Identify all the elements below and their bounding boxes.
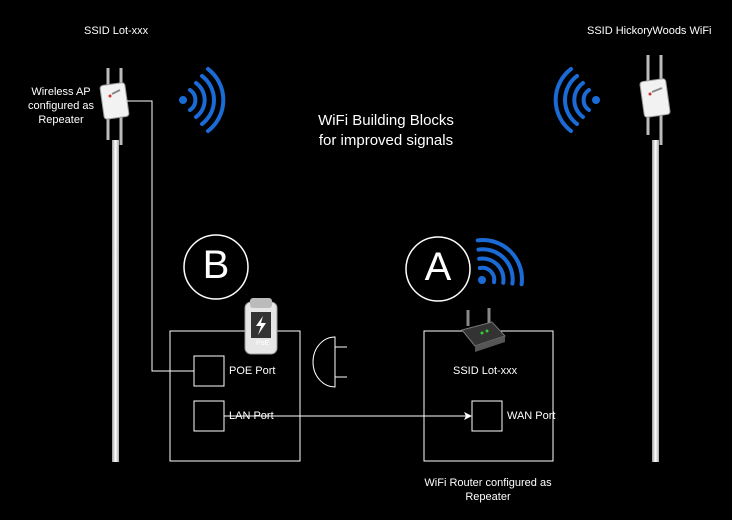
- poe-port-label: POE Port: [229, 365, 276, 377]
- lan-port-box: [193, 400, 225, 432]
- left-ssid-label: SSID Lot-xxx: [84, 25, 149, 37]
- router-ssid-label: SSID Lot-xxx: [453, 365, 518, 377]
- lan-port-label: LAN Port: [229, 410, 274, 422]
- block-a-circle: [405, 236, 471, 302]
- title-line: for improved signals: [318, 132, 454, 149]
- left-pole: [112, 140, 119, 462]
- wan-port-label: WAN Port: [507, 410, 556, 422]
- block-a-box: [423, 330, 554, 462]
- router-description: WiFi Router configured as Repeater: [413, 476, 563, 504]
- title-line: WiFi Building Blocks: [318, 112, 454, 129]
- router-icon: [461, 308, 506, 352]
- outdoor-access-point-icon: [99, 68, 130, 145]
- right-ssid-label: SSID HickoryWoods WiFi: [587, 25, 712, 37]
- wifi-signal-icon: [475, 238, 524, 287]
- wifi-signal-icon: [553, 67, 600, 133]
- ap-label-line: Wireless AP: [31, 86, 91, 98]
- poe-port-box: [193, 355, 225, 387]
- connector-arrowhead: [464, 412, 472, 420]
- ap-description: Wireless AP configured as Repeater: [26, 85, 96, 127]
- block-a-letter: A: [424, 245, 452, 289]
- block-b-box: [169, 330, 301, 462]
- poe-injector-label: PoE: [256, 340, 270, 347]
- right-pole: [652, 140, 659, 462]
- diagram-title: WiFi Building Blocks for improved signal…: [286, 111, 486, 151]
- block-b-letter: B: [202, 243, 230, 287]
- power-plug-icon: [312, 336, 347, 388]
- router-label-line: Repeater: [465, 491, 511, 503]
- wan-port-box: [471, 400, 503, 432]
- poe-injector-icon: [244, 298, 278, 355]
- ap-label-line: configured as: [27, 100, 95, 112]
- wifi-signal-icon: [179, 67, 226, 133]
- ap-label-line: Repeater: [38, 114, 84, 126]
- block-b-circle: [183, 234, 249, 300]
- outdoor-access-point-icon: [639, 55, 671, 145]
- ap-to-poe-cable: [127, 100, 194, 372]
- router-label-line: WiFi Router configured as: [424, 477, 552, 489]
